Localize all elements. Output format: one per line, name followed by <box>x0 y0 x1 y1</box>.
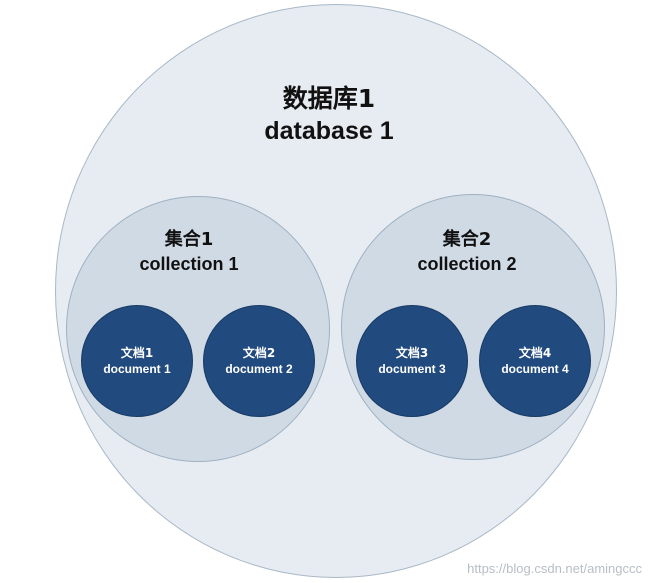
collection-1-label-cn: 集合1 <box>164 229 214 250</box>
document-2-label-cn: 文档2 <box>242 346 276 360</box>
collection-1-label-en: collection 1 <box>139 254 239 274</box>
collection-1-label: 集合1 collection 1 <box>89 227 289 277</box>
collection-2-label-en: collection 2 <box>417 254 517 274</box>
document-1-circle: 文档1 document 1 <box>81 305 193 417</box>
database-label-en: database 1 <box>264 117 394 145</box>
document-1-label-en: document 1 <box>103 362 171 376</box>
document-2-label-en: document 2 <box>225 362 293 376</box>
database-label-cn: 数据库1 <box>282 84 376 113</box>
document-3-circle: 文档3 document 3 <box>356 305 468 417</box>
collection-2-label: 集合2 collection 2 <box>367 227 567 277</box>
database-label: 数据库1 database 1 <box>179 82 479 148</box>
document-3-label-en: document 3 <box>378 362 446 376</box>
collection-2-label-cn: 集合2 <box>442 229 492 250</box>
document-2-circle: 文档2 document 2 <box>203 305 315 417</box>
document-4-circle: 文档4 document 4 <box>479 305 591 417</box>
document-3-label-cn: 文档3 <box>395 346 429 360</box>
watermark-text: https://blog.csdn.net/amingccc <box>467 561 642 576</box>
document-1-label-cn: 文档1 <box>120 346 154 360</box>
document-4-label-cn: 文档4 <box>518 346 552 360</box>
document-4-label-en: document 4 <box>501 362 569 376</box>
